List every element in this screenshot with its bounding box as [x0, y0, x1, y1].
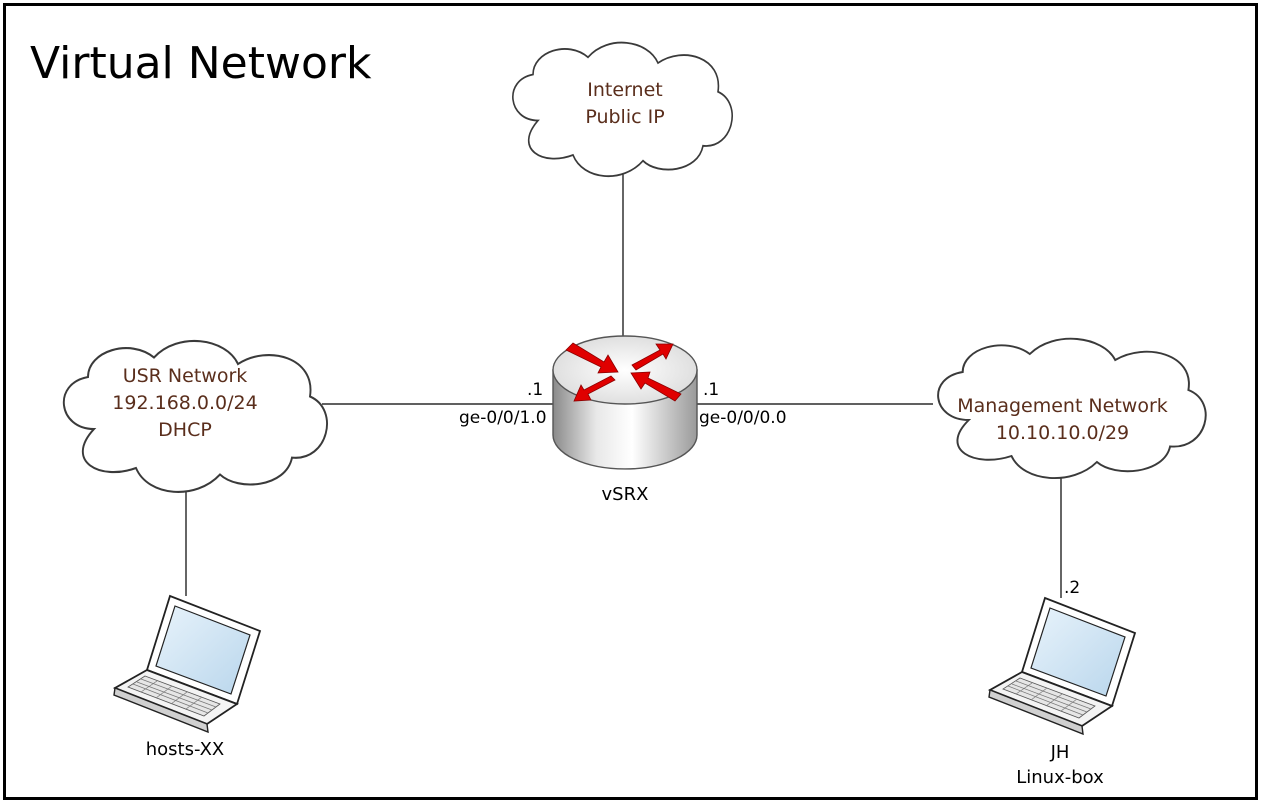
router-right-interface: ge-0/0/0.0	[699, 408, 787, 428]
router-right-ip: .1	[703, 380, 720, 400]
usr-network-dhcp: DHCP	[158, 419, 212, 441]
management-network-name: Management Network	[957, 395, 1168, 417]
router-left-interface: ge-0/0/1.0	[459, 408, 547, 428]
management-cloud-label: Management Network 10.10.10.0/29	[945, 393, 1180, 447]
router-left-ip: .1	[527, 380, 544, 400]
usr-network-subnet: 192.168.0.0/24	[112, 392, 258, 414]
router-name: vSRX	[601, 484, 649, 505]
page-title: Virtual Network	[30, 38, 372, 89]
mgmt-host-ip: .2	[1064, 578, 1081, 598]
laptop-icon-linux-box	[988, 597, 1136, 735]
router-icon	[552, 335, 698, 470]
management-network-subnet: 10.10.10.0/29	[995, 422, 1130, 444]
internet-label: Internet	[587, 79, 663, 101]
mgmt-host-label: JH Linux-box	[995, 740, 1125, 790]
public-ip-label: Public IP	[585, 106, 665, 128]
internet-cloud-label: Internet Public IP	[560, 77, 690, 131]
usr-host-name: hosts-XX	[145, 739, 225, 760]
usr-network-name: USR Network	[122, 365, 248, 387]
mgmt-host-os: Linux-box	[1016, 767, 1104, 788]
usr-cloud-label: USR Network 192.168.0.0/24 DHCP	[95, 363, 275, 444]
laptop-icon-hosts	[113, 595, 261, 733]
mgmt-host-name: JH	[1050, 742, 1070, 763]
diagram-frame	[3, 3, 1258, 800]
